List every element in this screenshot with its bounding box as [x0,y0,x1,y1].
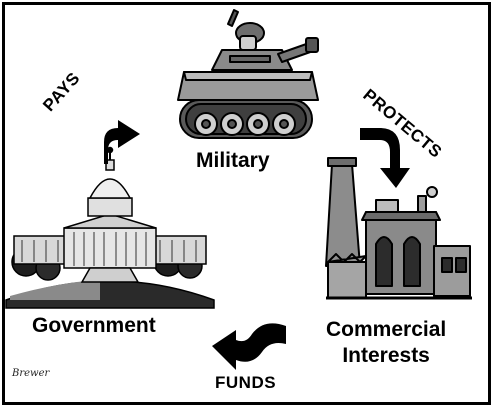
node-label-military: Military [196,149,270,172]
commercial-line-1: Commercial [326,318,447,341]
factory-icon [325,157,472,300]
curved-arrow-pays [92,120,140,164]
tank-with-soldier-icon [177,9,319,139]
curved-arrow-funds [212,323,286,370]
edge-label-funds: FUNDS [215,373,277,392]
capitol-building-icon [5,146,215,309]
curved-arrow-protects [360,128,410,188]
node-label-government: Government [32,314,156,337]
node-label-commercial-interests: Commercial Interests [326,317,446,369]
artist-signature: Brewer [12,368,50,379]
commercial-line-2: Interests [342,344,430,367]
